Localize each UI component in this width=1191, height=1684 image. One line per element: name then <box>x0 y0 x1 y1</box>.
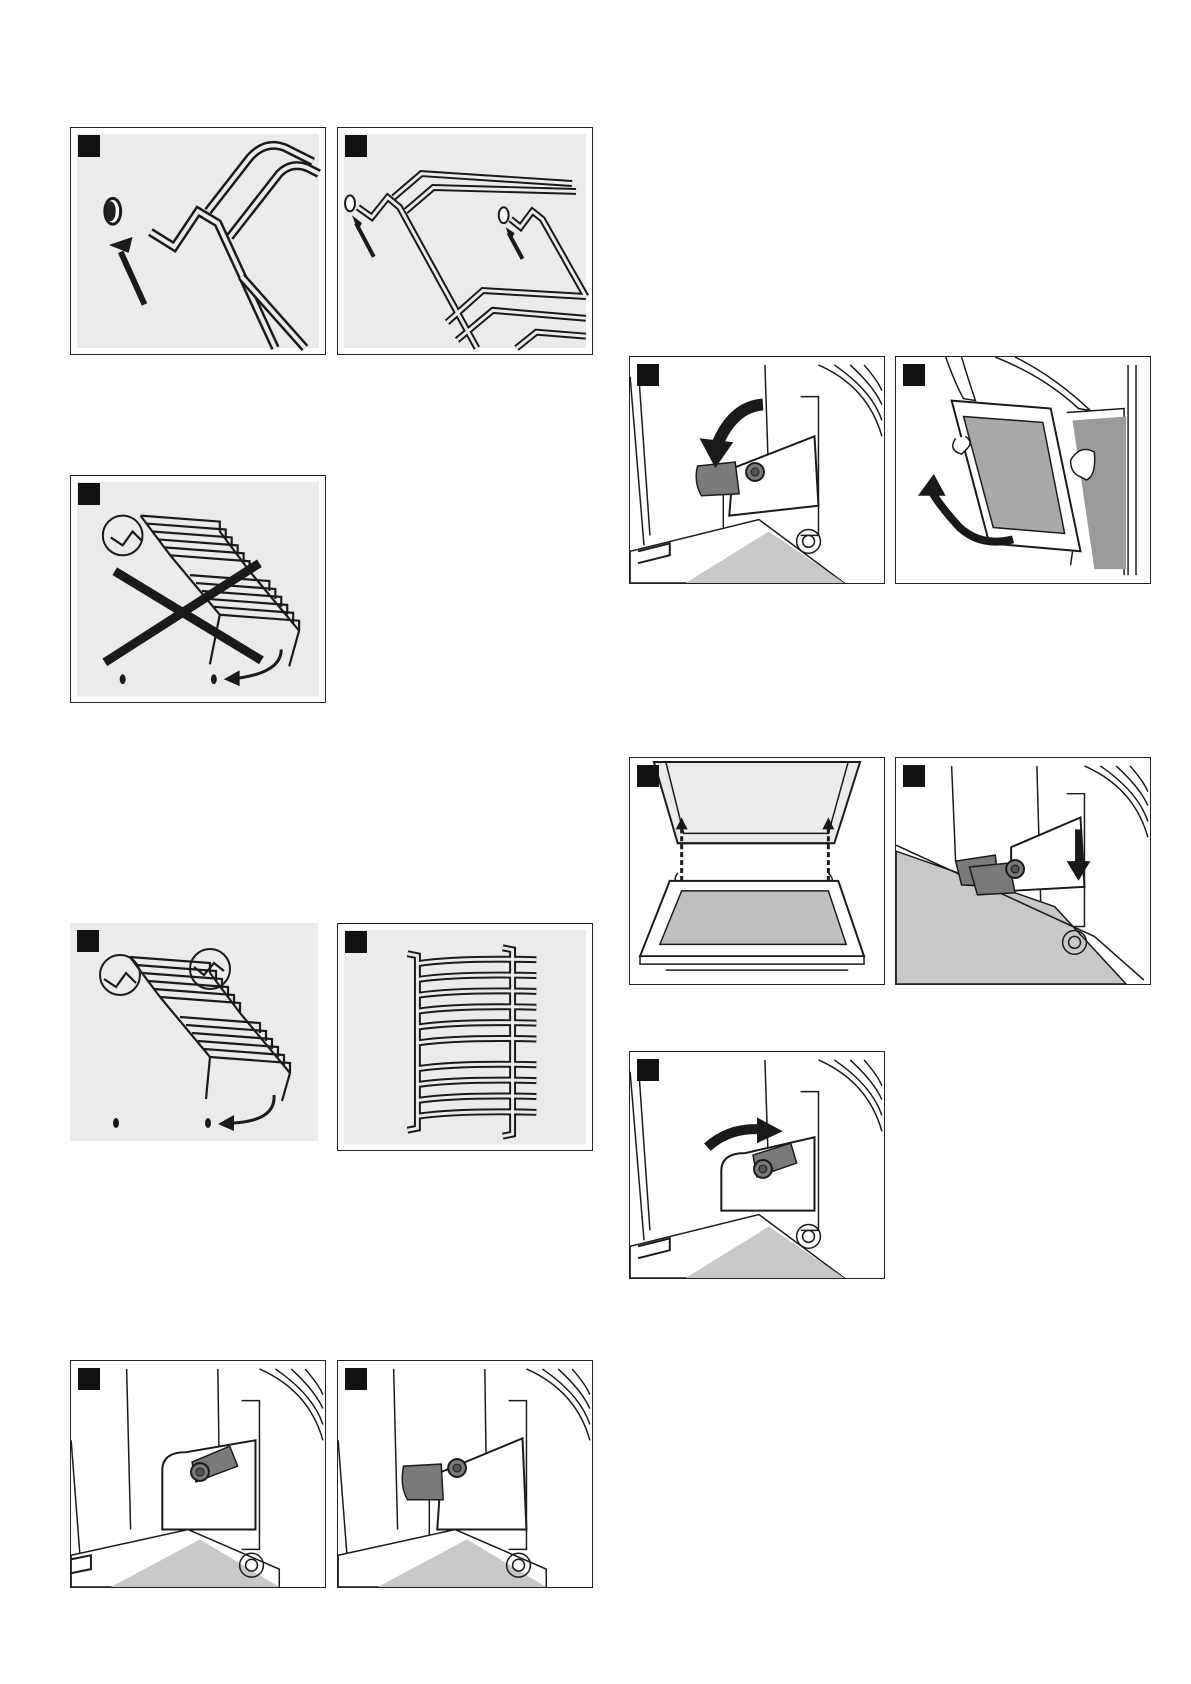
hinge-lever-icon <box>630 357 884 583</box>
hinge-lever-icon <box>338 1361 592 1587</box>
figure-hinge-fold-up <box>629 1051 885 1279</box>
rail-icon <box>70 923 318 1151</box>
step-number-badge <box>637 364 659 386</box>
figure-hinge-lever-closed <box>70 1360 326 1588</box>
hinge-lever-icon <box>896 758 1150 984</box>
figure-rail-front-view <box>337 923 593 1151</box>
step-number-badge <box>78 135 100 157</box>
step-number-badge <box>78 1368 100 1390</box>
figure-hinge-fold-down <box>629 356 885 584</box>
step-number-badge <box>637 765 659 787</box>
rail-icon <box>338 924 592 1150</box>
rail-hook-icon <box>338 128 592 354</box>
oven-door-icon <box>896 357 1150 583</box>
hinge-lever-icon <box>630 1052 884 1278</box>
figure-door-insert <box>629 757 885 985</box>
figure-rail-hook-close <box>70 127 326 355</box>
step-number-badge <box>903 364 925 386</box>
figure-hinge-lever-open <box>337 1360 593 1588</box>
figure-rail-wrong-fit <box>70 475 326 703</box>
step-number-badge <box>903 765 925 787</box>
cross-mark-icon <box>71 476 325 702</box>
step-number-badge <box>78 483 100 505</box>
rail-hook-icon <box>71 128 325 354</box>
step-number-badge <box>345 931 367 953</box>
step-number-badge <box>345 135 367 157</box>
figure-hinge-press-down <box>895 757 1151 985</box>
step-number-badge <box>77 930 99 952</box>
oven-door-icon <box>630 758 884 984</box>
figure-rail-hook-wide <box>337 127 593 355</box>
step-number-badge <box>345 1368 367 1390</box>
hinge-lever-icon <box>71 1361 325 1587</box>
step-number-badge <box>637 1059 659 1081</box>
figure-door-lift-out <box>895 356 1151 584</box>
figure-rail-correct-fit <box>70 923 318 1151</box>
